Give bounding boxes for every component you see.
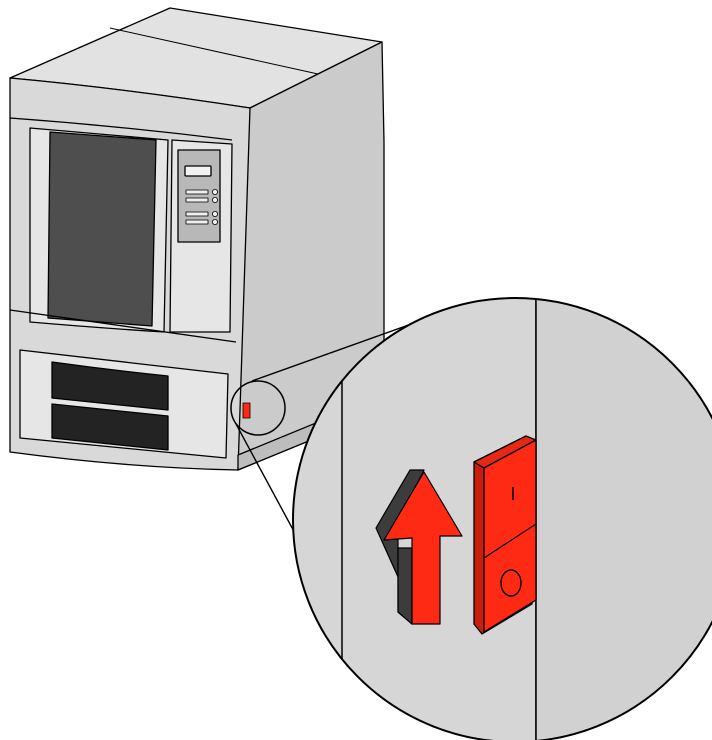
callout-line-top [251,317,429,382]
control-panel [177,149,221,243]
callout-small-circle [230,380,286,436]
drawer-upper [51,361,169,411]
panel-button-3 [185,211,209,217]
switch-off-mark [500,569,522,597]
rocker-switch[interactable] [473,435,537,635]
zoom-view [292,297,712,740]
panel-button-1 [185,189,209,195]
rocker-switch-face [483,439,537,633]
printer [9,7,385,471]
zoom-circle-outline [292,297,712,740]
panel-button-2 [185,197,209,203]
printer-power-switch[interactable] [242,402,251,419]
arrow-up-icon [375,469,463,625]
lcd-display-icon [184,165,212,177]
printer-window [47,131,157,327]
panel-button-4 [185,219,209,225]
drawer-lower [51,403,169,451]
